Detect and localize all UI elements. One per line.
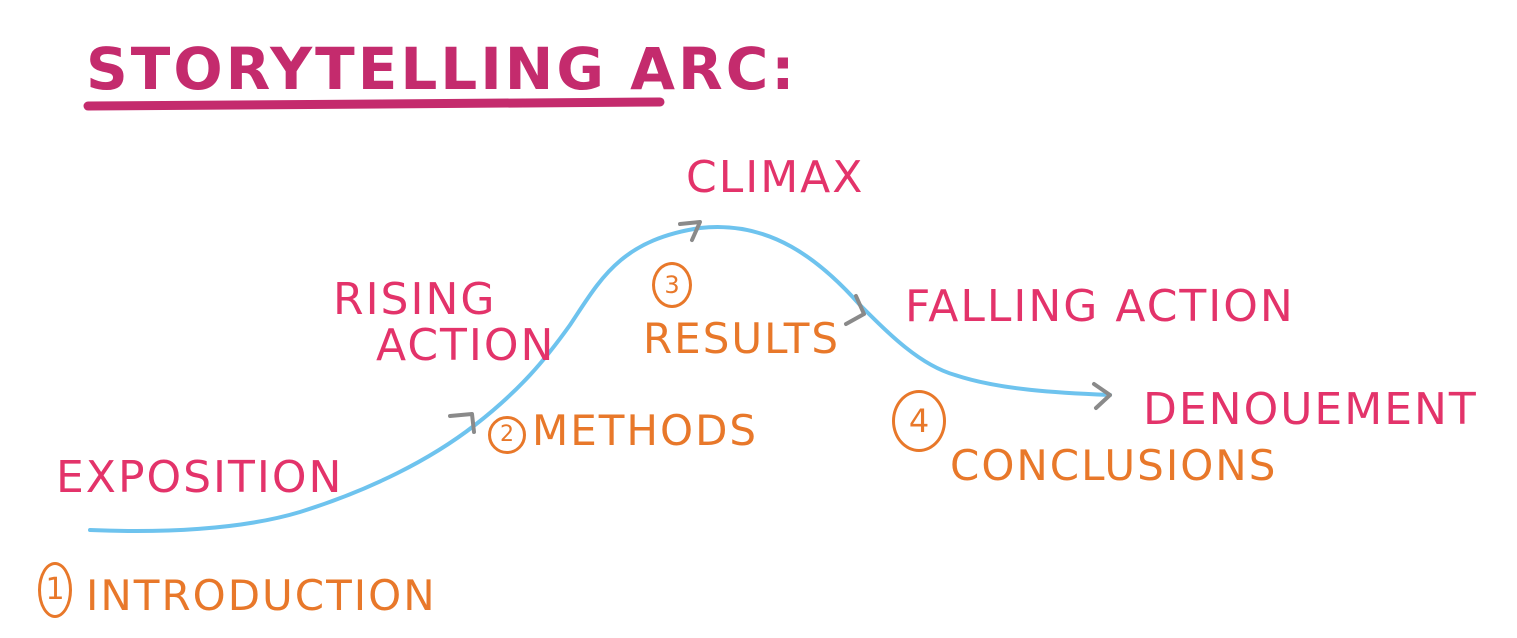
- page-title: STORYTELLING ARC:: [86, 35, 798, 103]
- title-underline: [83, 97, 665, 111]
- arrow-falling-icon: [844, 294, 866, 326]
- part-label-methods: METHODS: [532, 406, 759, 455]
- stage-label-rising-line1: RISING: [333, 274, 497, 325]
- stage-label-rising-line2: ACTION: [376, 320, 556, 371]
- part-number-1-badge: 1: [38, 562, 72, 618]
- part-label-conclusions: CONCLUSIONS: [950, 441, 1278, 490]
- arrow-methods-icon: [448, 412, 476, 434]
- story-arc-curve: [88, 225, 1112, 534]
- part-number-4-badge: 4: [892, 390, 946, 452]
- part-number-2-badge: 2: [488, 416, 526, 454]
- stage-label-falling-action: FALLING ACTION: [905, 281, 1295, 332]
- part-label-results: RESULTS: [643, 314, 841, 363]
- part-number-3-badge: 3: [652, 262, 692, 308]
- arrow-denouement-icon: [1092, 382, 1112, 410]
- stage-label-climax: CLIMAX: [686, 152, 865, 203]
- part-label-introduction: INTRODUCTION: [86, 571, 437, 620]
- stage-label-exposition: EXPOSITION: [56, 452, 344, 503]
- stage-label-denouement: DENOUEMENT: [1143, 384, 1478, 435]
- arrow-climax-icon: [678, 220, 702, 242]
